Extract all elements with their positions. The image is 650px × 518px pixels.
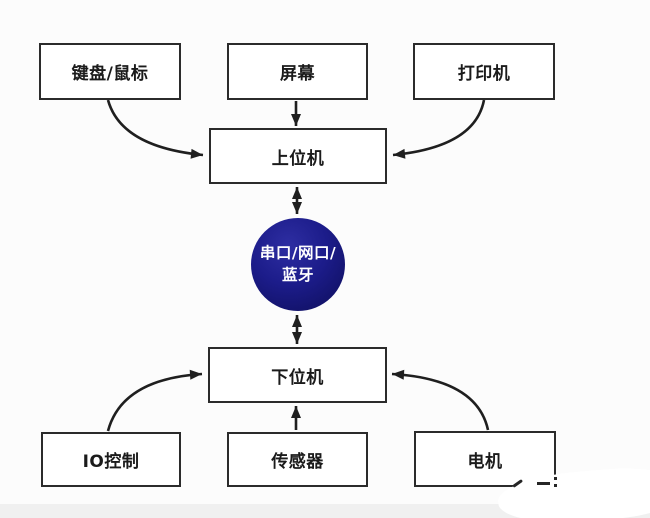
node-slave-computer-label: 下位机 xyxy=(271,367,324,388)
edge-printer-to-host xyxy=(392,99,486,159)
node-host-computer-label: 上位机 xyxy=(271,148,325,169)
artifact-dot-mark xyxy=(554,477,557,480)
node-link-medium-circle: 串口/网口/ 蓝牙 xyxy=(251,218,345,311)
node-link-medium-line2: 蓝牙 xyxy=(281,265,314,284)
edge-motor-to-slave xyxy=(391,369,490,431)
node-io-control: IO控制 xyxy=(41,432,181,487)
node-keyboard-mouse: 键盘/鼠标 xyxy=(39,43,181,100)
node-keyboard-mouse-label: 键盘/鼠标 xyxy=(71,64,149,84)
node-sensor: 传感器 xyxy=(227,432,368,487)
bottom-gray-strip xyxy=(0,504,650,518)
node-printer-label: 打印机 xyxy=(457,64,511,84)
node-screen-label: 屏幕 xyxy=(280,64,315,84)
edge-io-to-slave xyxy=(106,369,203,432)
node-screen: 屏幕 xyxy=(227,43,368,100)
node-io-control-label: IO控制 xyxy=(82,452,140,472)
node-printer: 打印机 xyxy=(413,43,555,100)
artifact-dash-mark xyxy=(537,482,550,485)
edge-keyboard-to-host xyxy=(106,99,204,159)
artifact-dot-mark xyxy=(554,484,557,487)
node-slave-computer: 下位机 xyxy=(208,347,387,403)
node-motor: 电机 xyxy=(414,431,556,487)
node-link-medium-line1: 串口/网口/ xyxy=(259,243,337,262)
node-motor-label: 电机 xyxy=(467,451,503,472)
node-host-computer: 上位机 xyxy=(209,128,387,184)
node-sensor-label: 传感器 xyxy=(271,452,324,472)
